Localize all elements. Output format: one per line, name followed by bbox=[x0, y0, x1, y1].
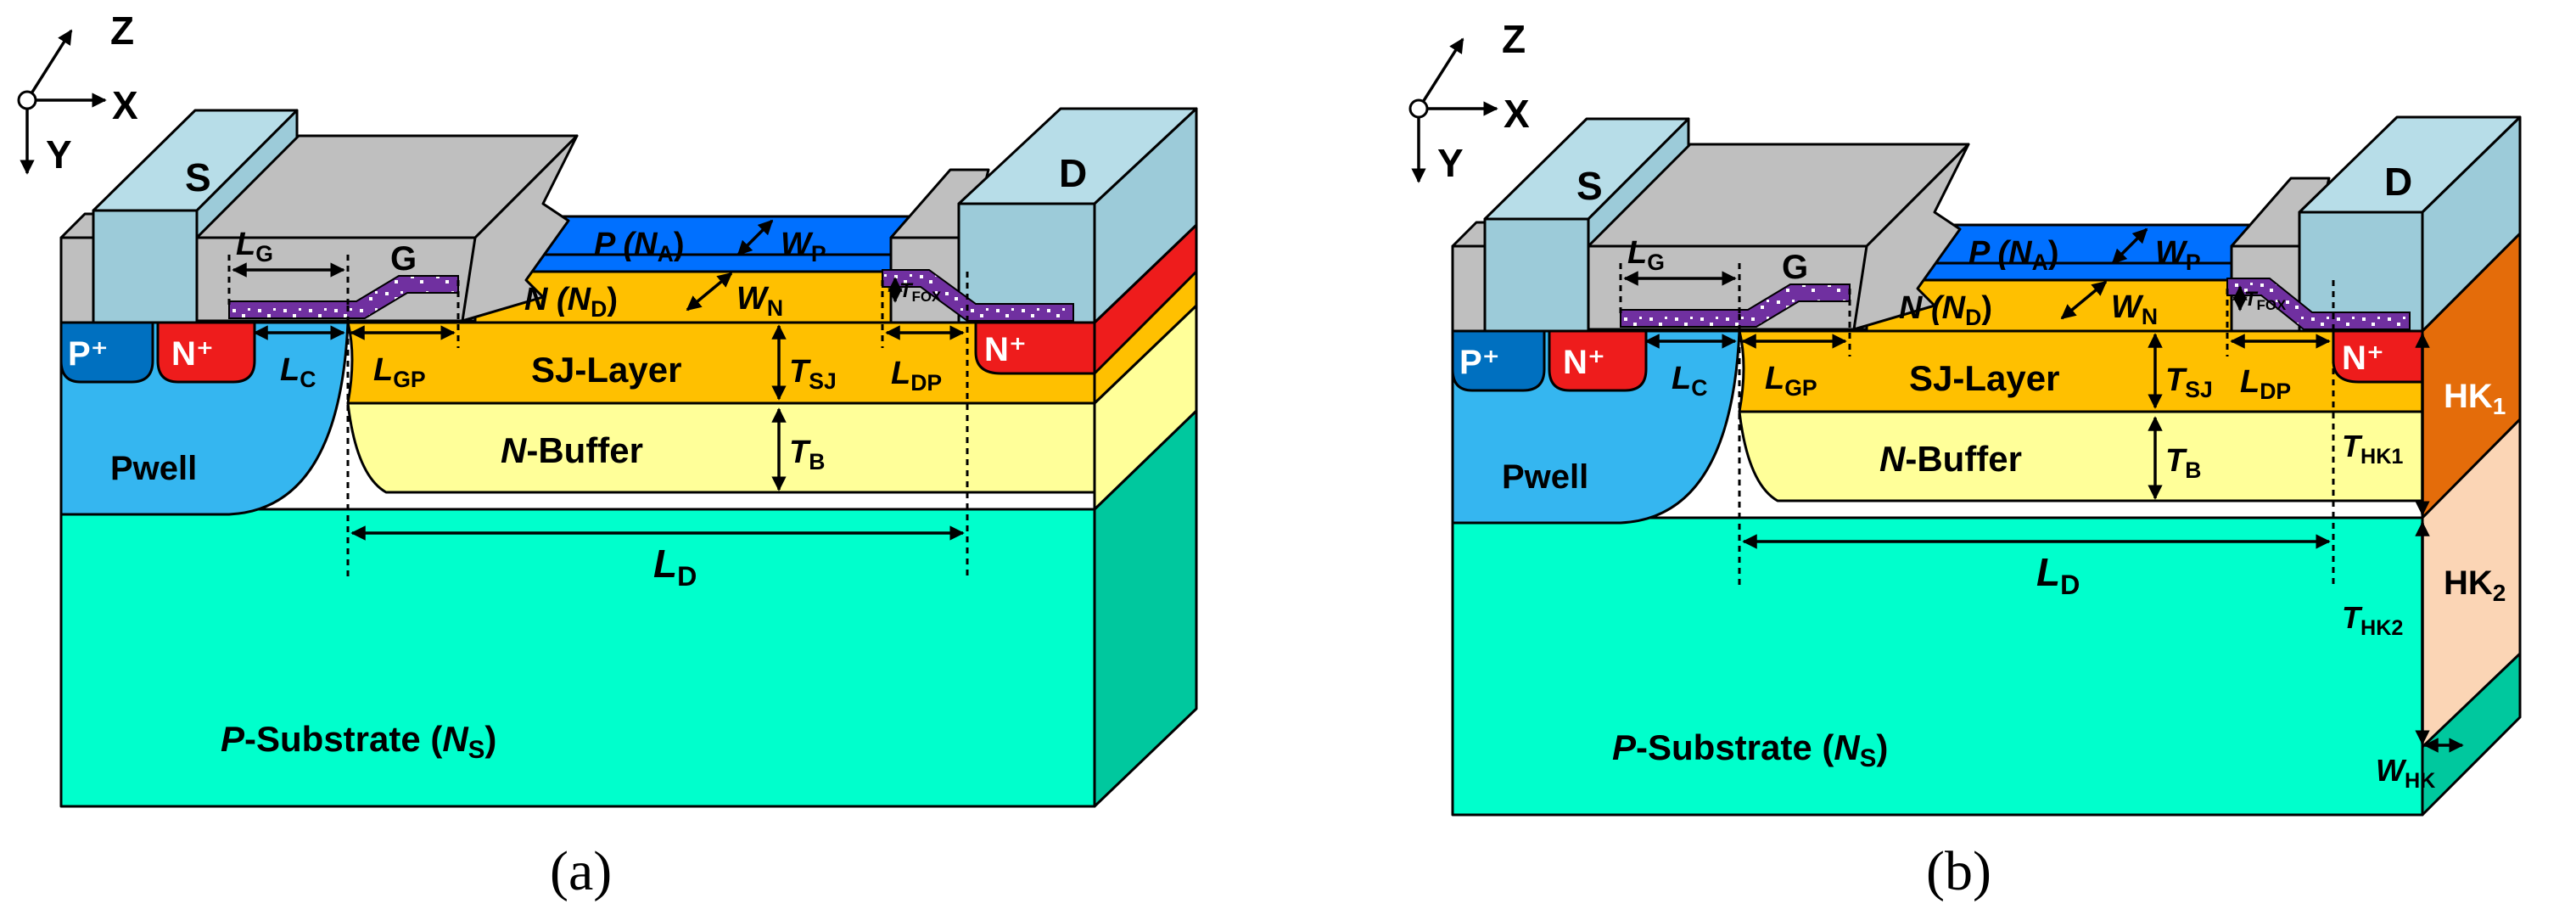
pwell-label: Pwell bbox=[110, 450, 197, 487]
z-axis-label: Z bbox=[1502, 17, 1526, 61]
wn-label: WN bbox=[736, 281, 783, 321]
panel-b: Z X Y bbox=[1408, 17, 2522, 902]
whk-label: WHK bbox=[2376, 753, 2435, 793]
nplus-source-label: N⁺ bbox=[1563, 344, 1605, 381]
y-axis-label: Y bbox=[46, 132, 72, 177]
z-axis-arrow bbox=[25, 29, 73, 101]
substrate-label: P-Substrate (NS) bbox=[221, 719, 496, 764]
sj-layer-region bbox=[1738, 329, 2424, 413]
n-buffer-label: N-Buffer bbox=[501, 430, 643, 470]
n-layer-label: N (ND) bbox=[1899, 290, 1992, 330]
lc-label: LC bbox=[280, 352, 316, 392]
sj-layer-label: SJ-Layer bbox=[531, 350, 681, 390]
x-axis-label: X bbox=[112, 83, 138, 127]
lgp-label: LGP bbox=[1765, 361, 1817, 401]
tsj-label: TSJ bbox=[789, 354, 837, 394]
nplus-source-region bbox=[156, 321, 256, 384]
y-axis-label: Y bbox=[1437, 141, 1464, 185]
source-electrode[interactable] bbox=[92, 209, 199, 324]
wp-label: WP bbox=[781, 227, 826, 267]
pplus-label: P⁺ bbox=[68, 335, 109, 373]
thk2-label: THK2 bbox=[2342, 600, 2403, 640]
substrate-label: P-Substrate (NS) bbox=[1612, 727, 1888, 772]
n-buffer-region bbox=[1738, 410, 2424, 502]
wn-label: WN bbox=[2111, 289, 2158, 329]
lg-label: LG bbox=[236, 227, 273, 267]
pplus-source-region bbox=[59, 321, 154, 384]
hk2-label: HK2 bbox=[2444, 564, 2506, 606]
gate-broken-edge bbox=[1852, 143, 1970, 331]
wp-arrow bbox=[736, 219, 774, 256]
n-buffer-label: N-Buffer bbox=[1879, 439, 2022, 479]
tsj-label: TSJ bbox=[2165, 362, 2213, 402]
hk1-label: HK1 bbox=[2444, 378, 2506, 419]
substrate-front bbox=[1451, 516, 2424, 817]
pplus-label: P⁺ bbox=[1459, 344, 1500, 381]
substrate-front bbox=[59, 508, 1096, 808]
panel-a: Z X Y bbox=[17, 8, 1198, 902]
tfox-label: TFOX bbox=[899, 279, 942, 305]
x-axis-label: X bbox=[1504, 92, 1530, 136]
nplus-source-region bbox=[1548, 329, 1648, 392]
tb-label: TB bbox=[789, 435, 825, 474]
nplus-drain-region bbox=[974, 321, 1096, 375]
lgp-label: LGP bbox=[373, 352, 426, 392]
source-electrode[interactable] bbox=[1483, 217, 1590, 333]
tb-label: TB bbox=[2165, 443, 2201, 483]
pwell-label: Pwell bbox=[1502, 458, 1588, 496]
ld-label: LD bbox=[2036, 550, 2080, 600]
source-label: S bbox=[185, 155, 211, 199]
nplus-drain-label: N⁺ bbox=[2342, 340, 2384, 377]
sj-layer-label: SJ-Layer bbox=[1909, 358, 2059, 398]
wp-arrow bbox=[2111, 227, 2148, 265]
axis-origin bbox=[1408, 98, 1429, 119]
axis-origin bbox=[17, 90, 37, 110]
n-buffer-region bbox=[346, 401, 1096, 494]
thk1-label: THK1 bbox=[2342, 429, 2403, 469]
nplus-drain-label: N⁺ bbox=[984, 331, 1027, 368]
wp-label: WP bbox=[2155, 235, 2201, 275]
gate-label: G bbox=[390, 240, 417, 278]
z-axis-arrow bbox=[1417, 37, 1464, 109]
drain-electrode-side bbox=[2421, 115, 2522, 333]
lg-label: LG bbox=[1627, 235, 1665, 275]
n-layer-label: N (ND) bbox=[524, 282, 618, 322]
p-layer-label: P (NA) bbox=[1968, 235, 2058, 275]
nplus-source-label: N⁺ bbox=[171, 335, 214, 373]
wn-arrow bbox=[2060, 280, 2108, 320]
z-axis-label: Z bbox=[110, 8, 134, 53]
gate-label: G bbox=[1782, 249, 1808, 286]
ldp-label: LDP bbox=[2240, 364, 2291, 404]
caption-b: (b) bbox=[1926, 840, 1991, 902]
lc-label: LC bbox=[1672, 361, 1707, 401]
wn-arrow bbox=[686, 272, 733, 312]
drain-label: D bbox=[1059, 151, 1087, 195]
ldp-label: LDP bbox=[891, 356, 942, 396]
gate-broken-edge bbox=[461, 134, 579, 323]
ld-label: LD bbox=[653, 542, 697, 592]
drain-electrode-side bbox=[1093, 107, 1198, 324]
source-label: S bbox=[1576, 164, 1603, 208]
axis-triad: Z X Y bbox=[1408, 17, 1530, 185]
p-layer-label: P (NA) bbox=[594, 227, 684, 267]
drain-label: D bbox=[2384, 160, 2412, 204]
caption-a: (a) bbox=[550, 840, 612, 902]
axis-triad: Z X Y bbox=[17, 8, 138, 177]
pplus-source-region bbox=[1451, 329, 1546, 392]
tfox-label: TFOX bbox=[2244, 288, 2287, 313]
